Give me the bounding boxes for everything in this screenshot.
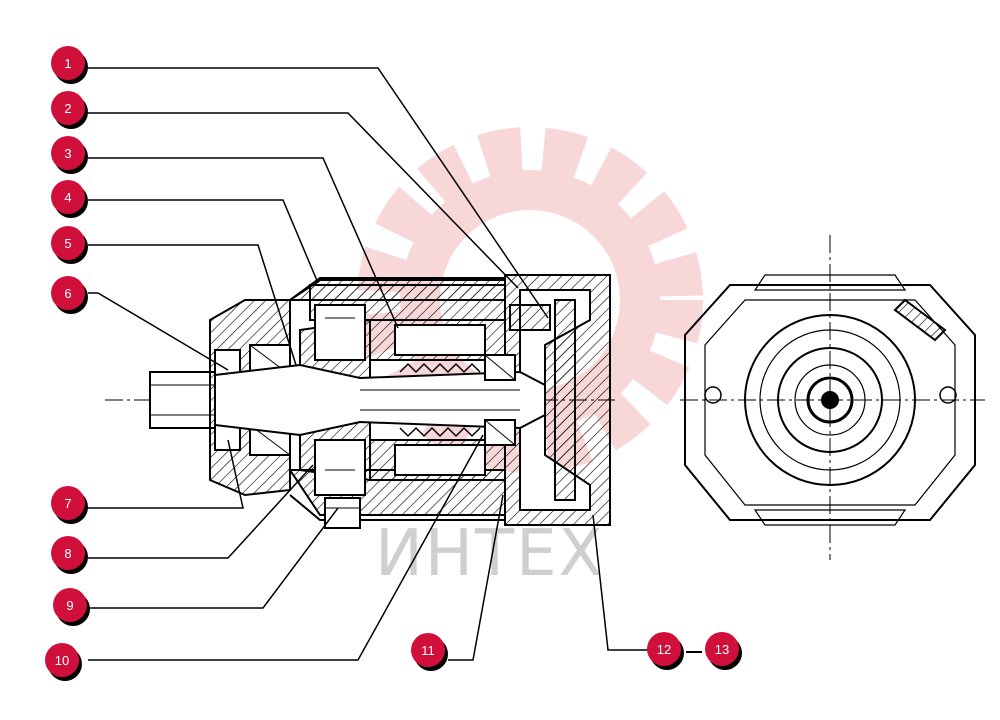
callout-badge-label: 8: [64, 546, 71, 561]
callout-badge-11: 11: [411, 633, 448, 671]
callout-badge-3: 3: [51, 136, 88, 174]
callout-badge-circle: [51, 136, 85, 170]
callout-badge-10: 10: [45, 643, 82, 681]
callout-badge-2: 2: [51, 91, 88, 129]
callout-badge-circle: [51, 536, 85, 570]
callout-badge-5: 5: [51, 226, 88, 264]
callout-badge-6: 6: [51, 276, 88, 314]
leader-line-2: [88, 112, 519, 289]
callout-badge-4: 4: [51, 180, 88, 218]
callout-badge-circle: [411, 633, 445, 667]
leader-line-5: [88, 244, 297, 366]
callout-badge-circle: [45, 643, 79, 677]
callout-badge-1: 1: [51, 46, 88, 84]
leader-line-11: [448, 494, 504, 661]
leader-line-7: [88, 439, 244, 509]
callout-badge-label: 7: [64, 496, 71, 511]
leader-line-9: [88, 507, 339, 609]
callout-badge-label: 4: [64, 190, 71, 205]
callout-badge-12: 12: [647, 632, 684, 670]
leader-line-1: [88, 67, 549, 319]
callout-badge-label: 11: [421, 643, 435, 658]
leader-line-3: [88, 157, 399, 329]
callout-badge-label: 13: [715, 642, 729, 657]
callout-badge-circle: [51, 226, 85, 260]
callout-badge-circle: [51, 46, 85, 80]
leader-lines: [88, 67, 648, 661]
callout-badge-circle: [51, 486, 85, 520]
leader-line-4: [88, 199, 319, 284]
callout-badge-label: 6: [64, 286, 71, 301]
callout-badge-label: 9: [66, 598, 73, 613]
callout-badge-9: 9: [53, 588, 90, 626]
callout-badge-circle: [51, 91, 85, 125]
callout-badge-label: 10: [55, 653, 69, 668]
callout-badge-label: 2: [64, 101, 71, 116]
callout-badge-label: 1: [64, 56, 71, 71]
leader-line-12: [592, 514, 648, 651]
callout-badge-13: 13: [705, 632, 742, 670]
callout-badge-label: 3: [64, 146, 71, 161]
callout-badge-circle: [705, 632, 739, 666]
callout-badge-7: 7: [51, 486, 88, 524]
callout-badge-circle: [53, 588, 87, 622]
callout-badge-label: 5: [64, 236, 71, 251]
pump-section-view: [105, 274, 615, 529]
watermark-text: ИНТЕХ: [375, 517, 604, 591]
callout-badge-circle: [647, 632, 681, 666]
callout-badge-circle: [51, 180, 85, 214]
leader-line-10: [88, 434, 484, 661]
leader-line-8: [88, 464, 314, 559]
leader-line-6: [88, 292, 229, 371]
pump-end-view: [680, 235, 985, 560]
callout-badge-label: 12: [657, 642, 671, 657]
callout-badge-circle: [51, 276, 85, 310]
callout-badge-8: 8: [51, 536, 88, 574]
